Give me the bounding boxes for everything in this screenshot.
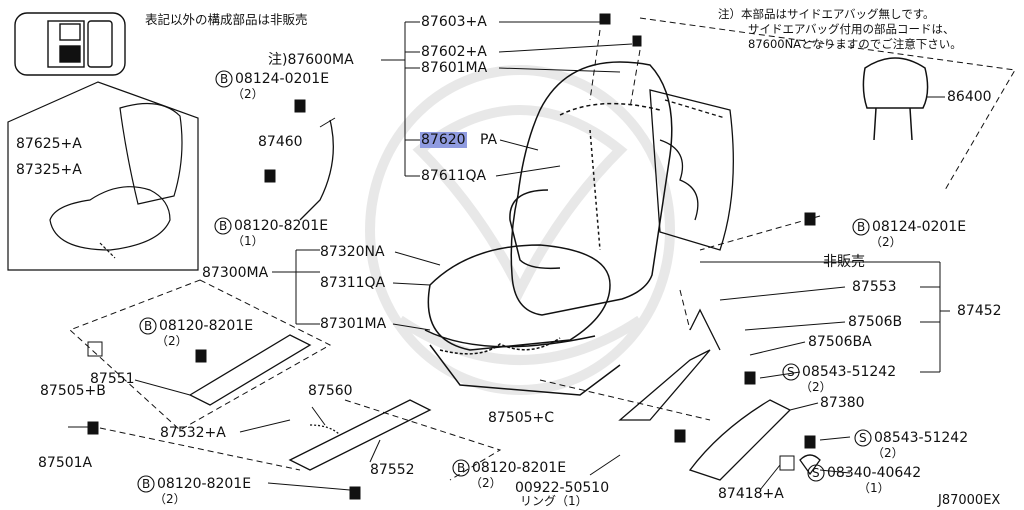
part-87506b[interactable]: 87506B xyxy=(848,314,903,330)
part-87311[interactable]: 87311QA xyxy=(320,275,386,291)
note-line-2: サイドエアバッグ付用の部品コードは、 xyxy=(748,22,955,36)
bolt-08120-bottom-qty: （2） xyxy=(154,492,186,506)
prefix-b: B xyxy=(220,72,229,86)
not-sold-label: 非販売 xyxy=(823,254,865,270)
bolt-08124-right[interactable]: 08124-0201E xyxy=(872,219,967,235)
switch-inset-icon xyxy=(14,12,126,76)
part-87603[interactable]: 87603+A xyxy=(421,14,487,30)
part-87325[interactable]: 87325+A xyxy=(16,162,82,178)
bolt-08120-lower-qty: （2） xyxy=(470,476,502,490)
part-87601[interactable]: 87601MA xyxy=(421,60,488,76)
part-87551[interactable]: 87551 xyxy=(90,371,135,387)
bolt-08124-top-qty: （2） xyxy=(232,87,264,101)
note-line-3: 87600NAとなりますのでご注意下さい。 xyxy=(748,37,962,51)
part-87460[interactable]: 87460 xyxy=(258,134,303,150)
prefix-s: S xyxy=(859,431,867,445)
part-87620-suffix[interactable]: PA xyxy=(480,132,498,148)
screw-08340[interactable]: 08340-40642 xyxy=(827,465,922,481)
prefix-b: B xyxy=(219,219,228,233)
seat-inset-icon xyxy=(7,81,199,271)
part-87300[interactable]: 87300MA xyxy=(202,265,269,281)
ring-label: リング（1） xyxy=(520,494,588,508)
part-87452[interactable]: 87452 xyxy=(957,303,1002,319)
fastener-icons xyxy=(87,13,816,500)
prefix-circles xyxy=(137,70,872,493)
screw-08543-a[interactable]: 08543-51242 xyxy=(802,364,897,380)
part-87532[interactable]: 87532+A xyxy=(160,425,226,441)
screw-08543-b[interactable]: 08543-51242 xyxy=(874,430,969,446)
part-87611[interactable]: 87611QA xyxy=(421,168,487,184)
prefix-b: B xyxy=(857,220,866,234)
seat-cushion-icon xyxy=(424,244,621,396)
prefix-s: S xyxy=(812,466,820,480)
part-87301[interactable]: 87301MA xyxy=(320,316,387,332)
leader-lines xyxy=(68,21,950,491)
part-87380[interactable]: 87380 xyxy=(820,395,865,411)
bolt-08124-right-qty: （2） xyxy=(870,235,902,249)
part-87602[interactable]: 87602+A xyxy=(421,44,487,60)
bolt-08120-mid[interactable]: 08120-8201E xyxy=(234,218,329,234)
diagram-code: J87000EX xyxy=(938,493,1001,508)
part-87625[interactable]: 87625+A xyxy=(16,136,82,152)
prefix-s: S xyxy=(787,365,795,379)
seat-back-icon xyxy=(509,61,673,316)
bolt-08120-lower[interactable]: 08120-8201E xyxy=(472,460,567,476)
part-87553[interactable]: 87553 xyxy=(852,279,897,295)
bolt-08120-left[interactable]: 08120-8201E xyxy=(159,318,254,334)
headrest-icon xyxy=(862,57,929,141)
rail-bracket-icons xyxy=(188,119,821,481)
bolt-08120-mid-qty: （1） xyxy=(232,234,264,248)
part-87320[interactable]: 87320NA xyxy=(320,244,385,260)
part-00922[interactable]: 00922-50510 xyxy=(515,480,610,496)
prefix-b: B xyxy=(144,319,153,333)
bolt-08120-left-qty: （2） xyxy=(156,334,188,348)
legend-text: 表記以外の構成部品は非販売 xyxy=(145,12,308,27)
part-87505c[interactable]: 87505+C xyxy=(488,410,555,426)
screw-08543-b-qty: （2） xyxy=(872,446,904,460)
prefix-b: B xyxy=(142,477,151,491)
screw-08543-a-qty: （2） xyxy=(800,380,832,394)
dashed-lines xyxy=(69,17,1016,481)
part-86400[interactable]: 86400 xyxy=(947,89,992,105)
part-87418[interactable]: 87418+A xyxy=(718,486,784,502)
part-87505b[interactable]: 87505+B xyxy=(40,383,106,399)
part-87501[interactable]: 87501A xyxy=(38,455,93,471)
screw-08340-qty: （1） xyxy=(858,481,890,495)
part-87552[interactable]: 87552 xyxy=(370,462,415,478)
part-87600[interactable]: 注)87600MA xyxy=(268,52,354,68)
part-87506ba[interactable]: 87506BA xyxy=(808,334,872,350)
bolt-08124-top[interactable]: 08124-0201E xyxy=(235,71,330,87)
seat-frame-icon xyxy=(649,89,734,251)
part-87620-highlight[interactable]: 87620 xyxy=(420,132,467,148)
note-line-1: 注）本部品はサイドエアバッグ無しです。 xyxy=(718,7,935,21)
part-87560[interactable]: 87560 xyxy=(308,383,353,399)
prefix-b: B xyxy=(457,461,466,475)
watermark xyxy=(365,65,675,395)
bolt-08120-bottom[interactable]: 08120-8201E xyxy=(157,476,252,492)
